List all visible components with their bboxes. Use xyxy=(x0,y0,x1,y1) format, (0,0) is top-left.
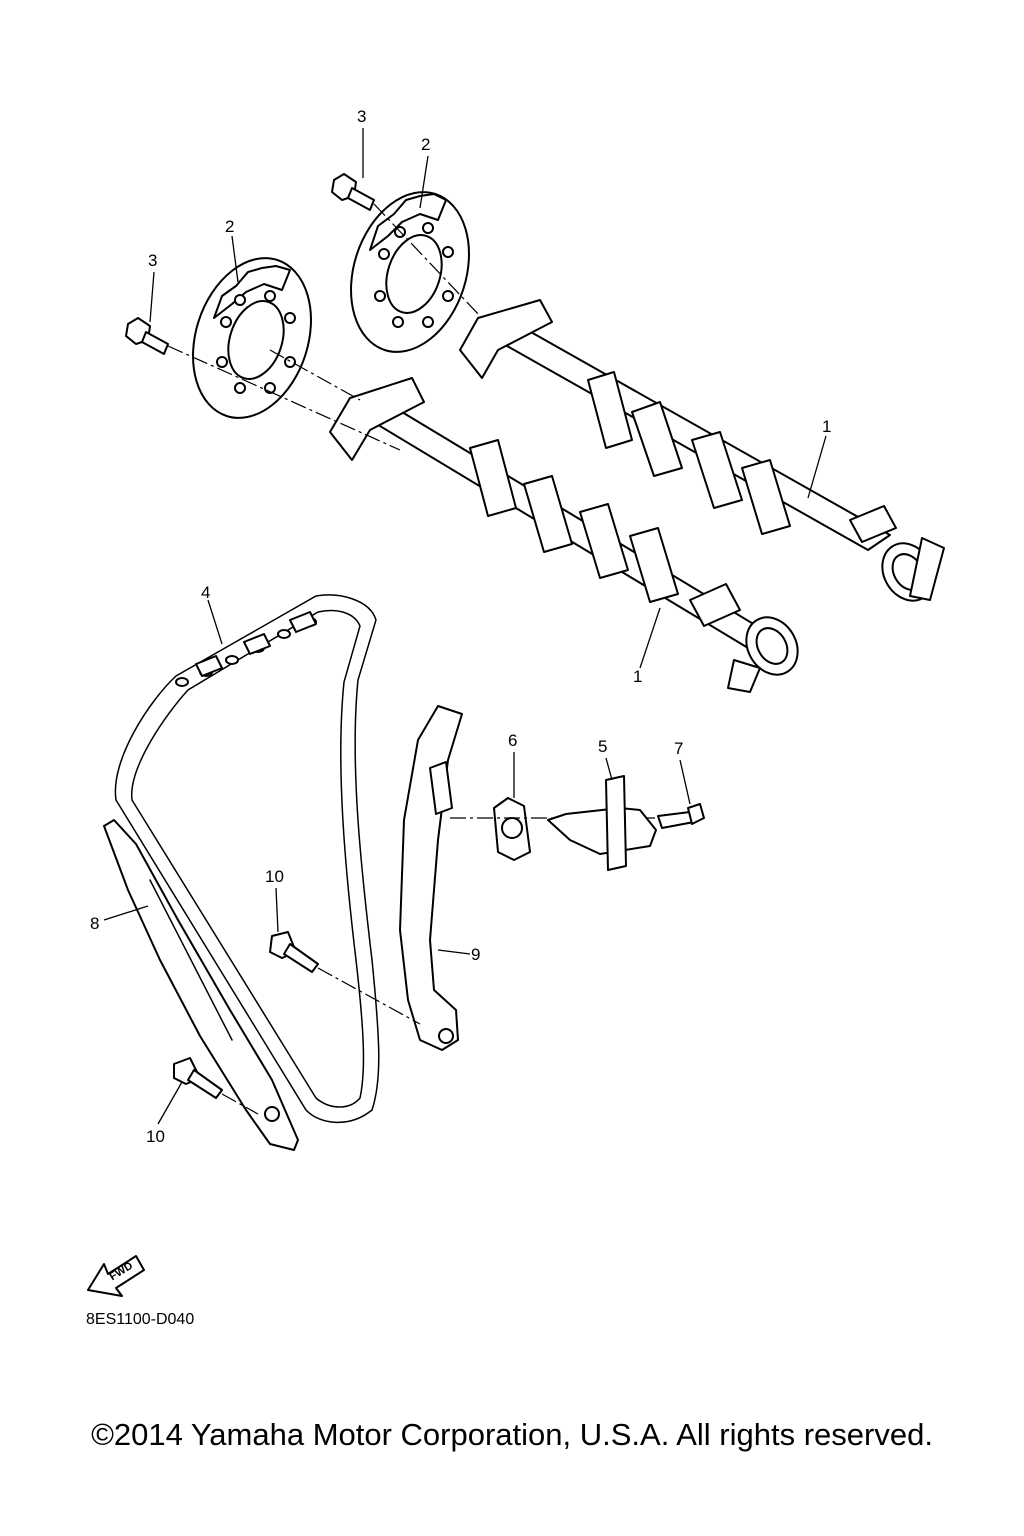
guide-bolt-lower xyxy=(173,1057,223,1099)
copyright-notice: ©2014 Yamaha Motor Corporation, U.S.A. A… xyxy=(91,1417,933,1452)
callout-8: 8 xyxy=(90,914,99,933)
cam-chain xyxy=(114,594,380,1124)
tensioner-bolt xyxy=(657,803,705,829)
callout-2-upper: 2 xyxy=(421,135,430,154)
cam-sprocket-right xyxy=(350,191,470,353)
chain-guide-exhaust xyxy=(103,819,299,1151)
chain-guide-intake xyxy=(399,705,463,1051)
callout-5: 5 xyxy=(598,737,607,756)
callout-3-upper: 3 xyxy=(357,107,366,126)
callout-4: 4 xyxy=(201,583,210,602)
callout-1-lower: 1 xyxy=(633,667,642,686)
callout-10-lower: 10 xyxy=(146,1127,165,1146)
diagram-code: 8ES1100-D040 xyxy=(86,1311,195,1328)
sprocket-bolt-right xyxy=(331,173,375,211)
chain-tensioner xyxy=(547,775,657,871)
fwd-arrow-icon: FWD xyxy=(87,1255,145,1297)
callout-1-upper: 1 xyxy=(822,417,831,436)
camshaft-lower xyxy=(329,377,799,693)
tensioner-gasket xyxy=(493,797,531,861)
callout-7: 7 xyxy=(674,739,683,758)
callout-10-upper: 10 xyxy=(265,867,284,886)
callout-6: 6 xyxy=(508,731,517,750)
sprocket-bolt-left xyxy=(125,317,169,355)
callout-3-lower: 3 xyxy=(148,251,157,270)
callout-2-lower: 2 xyxy=(225,217,234,236)
cam-sprocket-left xyxy=(192,257,312,419)
camshaft-upper xyxy=(459,299,945,602)
guide-bolt-upper xyxy=(269,931,319,973)
callout-9: 9 xyxy=(471,945,480,964)
